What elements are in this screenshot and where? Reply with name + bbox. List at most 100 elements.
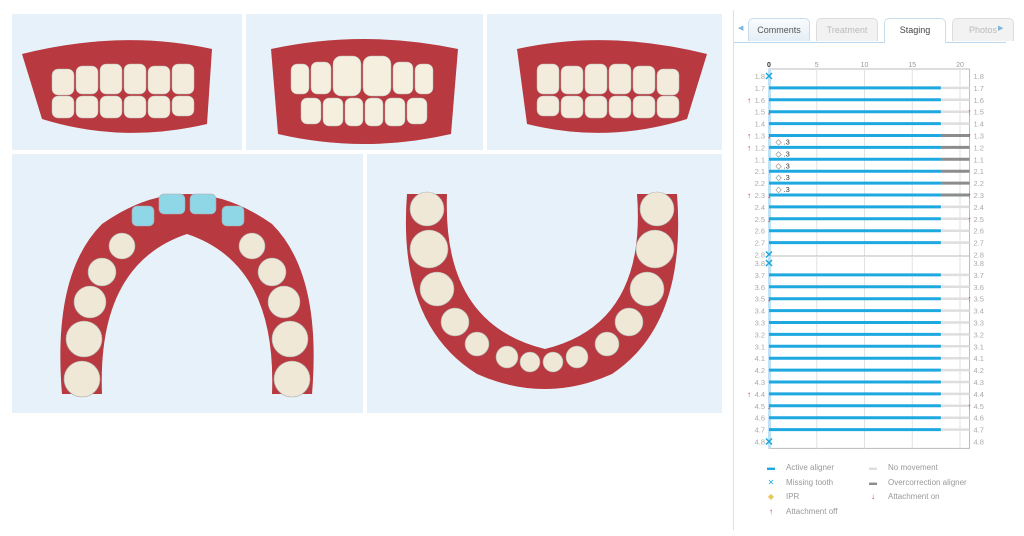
- view-upper-occlusal[interactable]: [12, 154, 363, 413]
- tab-staging[interactable]: Staging: [884, 18, 946, 43]
- x-tick-label: 20: [956, 62, 964, 69]
- legend-item: ◆ IPR: [764, 492, 799, 501]
- tooth-label-left: 2.4: [755, 203, 765, 212]
- tooth-label-right: 3.7: [974, 271, 984, 280]
- tooth-label-left: 1.3: [755, 132, 765, 141]
- tooth-label-right: 1.2: [974, 143, 984, 152]
- x-tick-label: 15: [908, 62, 916, 69]
- view-frontal[interactable]: [246, 14, 483, 150]
- tooth-label-right: 3.5: [974, 295, 984, 304]
- diamond-yellow-icon: ◆: [767, 492, 775, 501]
- tooth-label-left: 1.5: [755, 108, 765, 117]
- ipr-value: .3: [784, 173, 790, 182]
- attachment-on-icon: ↓: [767, 215, 771, 224]
- legend-item: ↓Attachment on: [866, 492, 940, 501]
- chart-frame: [768, 68, 971, 262]
- tooth-label-right: 4.7: [974, 426, 984, 435]
- legend-label: IPR: [786, 492, 800, 501]
- attachment-on-icon: ↓: [767, 402, 771, 411]
- tooth-label-left: 3.7: [755, 271, 765, 280]
- tab-bar: ◀ Comments Treatment Staging Photos ▶: [734, 16, 1014, 43]
- view-lower-occlusal[interactable]: [367, 154, 722, 413]
- attachment-off-icon: ↑: [747, 96, 751, 105]
- tab-next-icon[interactable]: ▶: [998, 25, 1004, 32]
- attachment-on-icon: ↓: [767, 132, 771, 141]
- bar-blue-icon: ▬: [767, 463, 775, 472]
- tooth-label-left: 3.8: [755, 259, 765, 268]
- tooth-label-right: 1.7: [974, 84, 984, 93]
- attachment-off-icon: ↑: [968, 215, 972, 224]
- tooth-label-right: 4.3: [974, 378, 984, 387]
- tooth-label-left: 3.6: [755, 283, 765, 292]
- tooth-label-left: 2.7: [755, 239, 765, 248]
- tooth-label-right: 2.5: [974, 215, 984, 224]
- stage-zero-marker: [768, 69, 771, 262]
- tooth-label-right: 3.4: [974, 307, 984, 316]
- tooth-label-left: 3.2: [755, 330, 765, 339]
- view-left-buccal[interactable]: [487, 14, 722, 150]
- tooth-label-left: 2.6: [755, 227, 765, 236]
- attachment-on-icon: ↓: [767, 295, 771, 304]
- legend-label: Overcorrection aligner: [888, 477, 967, 487]
- legend-label: Active aligner: [786, 463, 835, 472]
- tooth-label-left: 2.3: [755, 191, 765, 200]
- tab-comments[interactable]: Comments: [748, 18, 810, 41]
- x-tick-label: 0: [767, 62, 771, 69]
- attachment-off-icon: ↑: [968, 191, 972, 200]
- tooth-label-right: 1.8: [974, 72, 984, 81]
- view-right-buccal[interactable]: [12, 14, 242, 150]
- legend-item: ↑Attachment off: [764, 507, 837, 516]
- attachment-off-icon: ↑: [747, 132, 751, 141]
- tooth-label-left: 3.4: [755, 307, 765, 316]
- legend-item: ▬ Active aligner: [764, 463, 834, 472]
- tab-treatment[interactable]: Treatment: [816, 18, 878, 41]
- missing-tooth-icon: ✕: [764, 258, 773, 270]
- bar-gray-icon: ▬: [869, 477, 877, 487]
- tooth-label-right: 1.6: [974, 96, 984, 105]
- missing-tooth-icon: ✕: [764, 250, 773, 262]
- tooth-label-left: 3.3: [755, 319, 765, 328]
- tooth-label-left: 1.2: [755, 143, 765, 152]
- tooth-label-left: 4.3: [755, 378, 765, 387]
- ipr-icon: ◇: [775, 137, 782, 146]
- ipr-value: .3: [784, 149, 790, 158]
- tooth-label-right: 4.6: [974, 414, 984, 423]
- side-panel: ◀ Comments Treatment Staging Photos ▶ 0 5…: [733, 10, 1014, 530]
- attachment-off-icon: ↑: [968, 108, 972, 117]
- tab-prev-icon[interactable]: ◀: [738, 25, 744, 32]
- tooth-label-right: 1.1: [974, 155, 984, 164]
- arrow-up-red-icon: ↑: [769, 506, 773, 516]
- x-tick-label: 5: [815, 62, 819, 69]
- missing-tooth-icon: ✕: [764, 71, 773, 83]
- attachment-off-icon: ↑: [747, 390, 751, 399]
- tooth-label-right: 2.6: [974, 227, 984, 236]
- attachment-off-icon: ↑: [968, 402, 972, 411]
- tooth-label-right: 3.8: [974, 259, 984, 268]
- tooth-label-left: 2.1: [755, 167, 765, 176]
- tooth-label-right: 1.4: [974, 120, 984, 129]
- tooth-label-left: 1.8: [755, 72, 765, 81]
- missing-tooth-icon: ✕: [764, 437, 773, 449]
- tooth-label-left: 1.4: [755, 120, 765, 129]
- tooth-label-right: 4.1: [974, 354, 984, 363]
- tooth-label-right: 4.4: [974, 390, 984, 399]
- tab-photos[interactable]: Photos: [952, 18, 1014, 41]
- tooth-label-right: 3.3: [974, 319, 984, 328]
- tooth-label-left: 3.1: [755, 342, 765, 351]
- tooth-label-right: 4.8: [974, 438, 984, 447]
- tooth-label-right: 2.4: [974, 203, 984, 212]
- tooth-label-left: 4.7: [755, 426, 765, 435]
- legend-item: ▬ Overcorrection aligner: [866, 478, 967, 487]
- attachment-off-icon: ↑: [968, 295, 972, 304]
- tooth-label-right: 3.2: [974, 330, 984, 339]
- bar-lightgray-icon: ▬: [869, 463, 877, 472]
- ipr-icon: ◇: [775, 185, 782, 194]
- tooth-label-left: 1.6: [755, 96, 765, 105]
- tooth-label-right: 2.2: [974, 179, 984, 188]
- legend-label: Attachment on: [888, 492, 940, 501]
- legend-item: ✕Missing tooth: [764, 478, 834, 487]
- tooth-label-left: 2.5: [755, 215, 765, 224]
- tooth-label-right: 2.1: [974, 167, 984, 176]
- tooth-label-left: 1.1: [755, 155, 765, 164]
